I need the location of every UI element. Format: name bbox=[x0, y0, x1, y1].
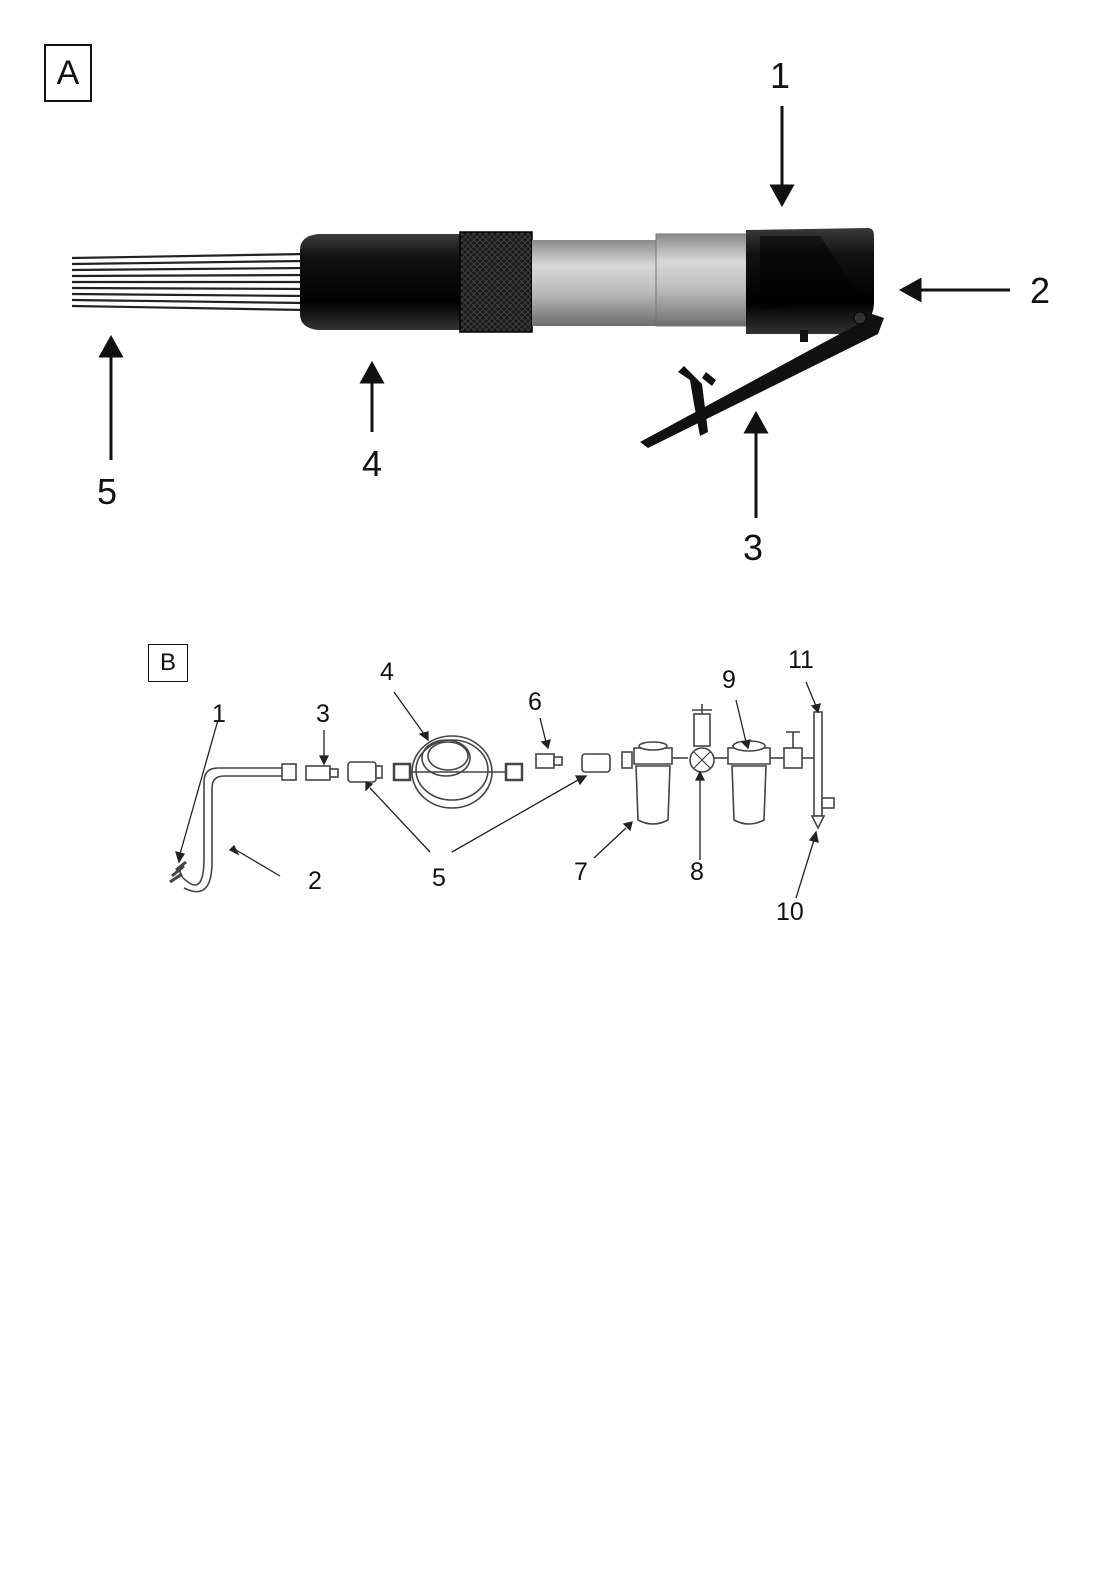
needle-bundle bbox=[72, 254, 305, 310]
coupling-5b bbox=[582, 754, 610, 772]
callout-b-11: 11 bbox=[788, 648, 814, 673]
coupling-5a bbox=[348, 762, 376, 782]
figure-b-label: B bbox=[148, 644, 188, 682]
front-housing bbox=[300, 234, 462, 330]
pipe-11 bbox=[814, 712, 822, 816]
callout-b-7: 7 bbox=[574, 860, 588, 885]
callout-a-2: 2 bbox=[1030, 273, 1050, 309]
knurled-collar bbox=[460, 232, 532, 332]
callout-a-1: 1 bbox=[770, 58, 790, 94]
callout-b-8: 8 bbox=[690, 860, 704, 885]
callout-b-1: 1 bbox=[212, 702, 226, 727]
coupler-3 bbox=[306, 766, 330, 780]
coiled-hose bbox=[394, 736, 522, 808]
figure-a: A bbox=[0, 0, 1119, 600]
callout-b-2: 2 bbox=[308, 869, 322, 894]
callout-a-5: 5 bbox=[97, 474, 117, 510]
callout-b-5: 5 bbox=[432, 866, 446, 891]
callout-b-4: 4 bbox=[380, 660, 394, 685]
callout-b-6: 6 bbox=[528, 690, 542, 715]
callout-a-3: 3 bbox=[743, 530, 763, 566]
callout-b-3: 3 bbox=[316, 702, 330, 727]
needle-scaler-drawing bbox=[0, 0, 1119, 600]
coupler-6 bbox=[536, 754, 554, 768]
drain-10 bbox=[812, 816, 824, 828]
silver-barrel bbox=[532, 240, 656, 326]
callout-b-9: 9 bbox=[722, 668, 736, 693]
figure-a-label: A bbox=[44, 44, 92, 102]
callout-a-4: 4 bbox=[362, 446, 382, 482]
figure-b: B bbox=[0, 630, 1119, 950]
callout-b-10: 10 bbox=[776, 900, 804, 925]
